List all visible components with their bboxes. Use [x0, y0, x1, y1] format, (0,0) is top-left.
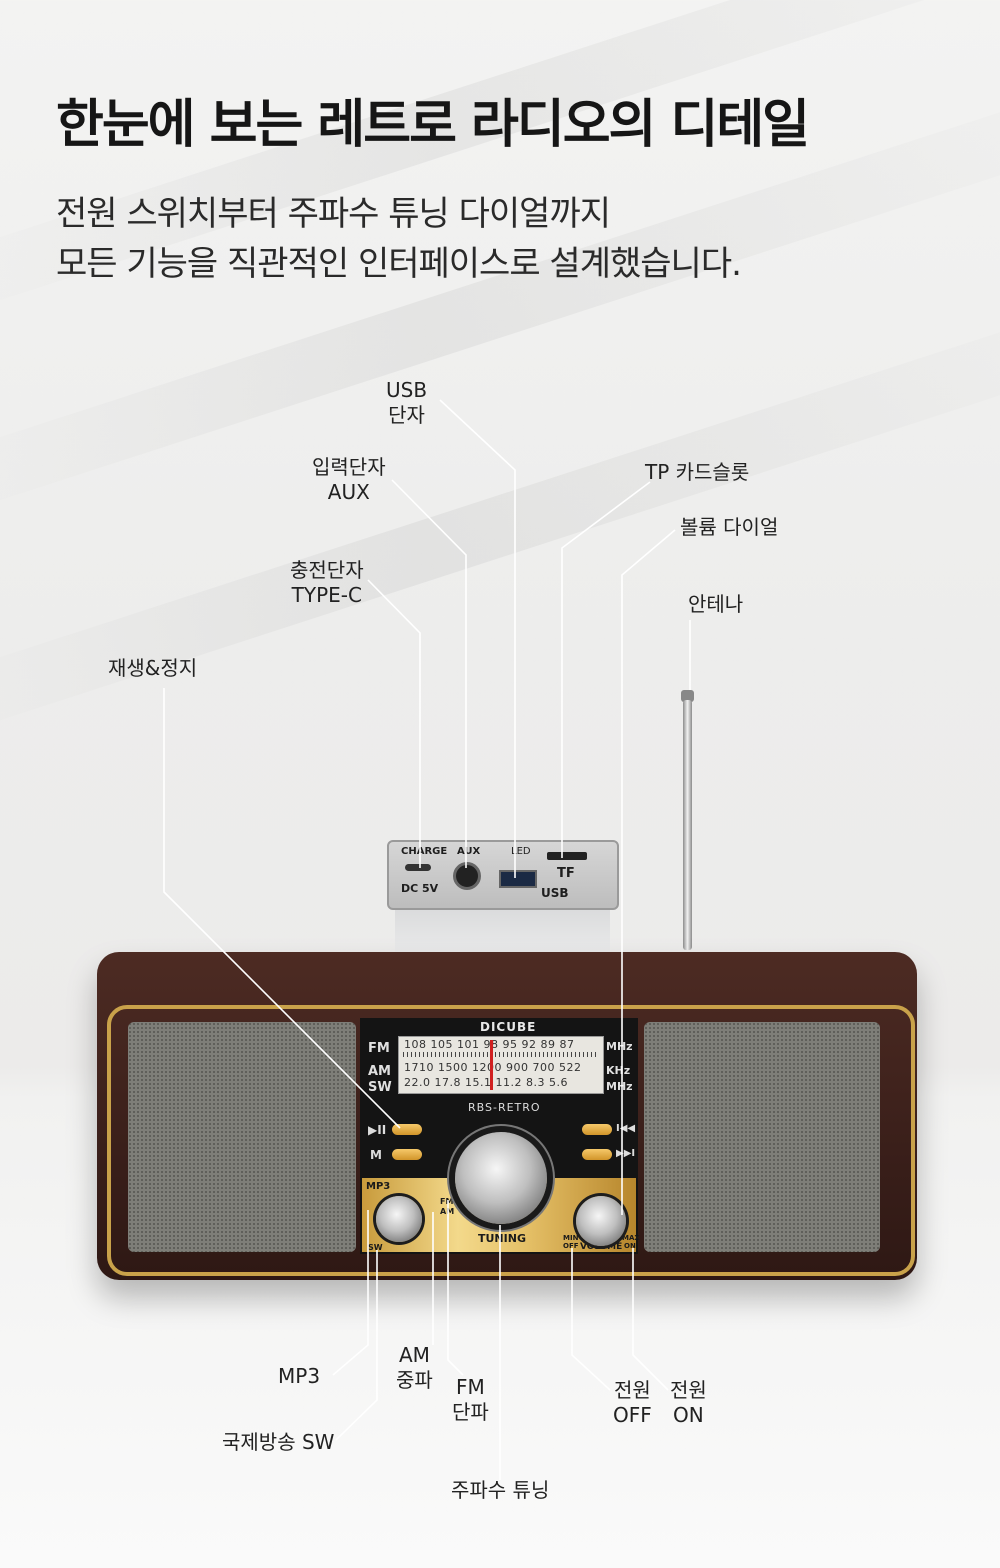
play-pause-icon: ▶II — [368, 1123, 387, 1137]
line-on — [632, 1248, 669, 1391]
tf-label: TF — [557, 866, 575, 881]
aux-jack[interactable] — [453, 862, 481, 890]
plate-am: AM — [440, 1207, 455, 1216]
plate-fm: FM — [440, 1197, 454, 1206]
callout-am-text: AM 중파 — [396, 1343, 433, 1392]
line-mp3 — [332, 1210, 369, 1376]
callout-aux-text: 입력단자 AUX — [312, 455, 386, 504]
callout-power-off: 전원 OFF — [613, 1378, 652, 1428]
mode-icon: M — [370, 1148, 382, 1162]
plate-off: OFF — [563, 1242, 579, 1250]
next-icon: ▶▶I — [616, 1148, 636, 1159]
aux-label: AUX — [457, 846, 481, 857]
plate-volume: VOLUME — [580, 1242, 623, 1252]
line-off — [571, 1248, 611, 1391]
scale-ticks — [403, 1052, 599, 1057]
line-tf — [561, 481, 651, 858]
line-sw — [335, 1250, 378, 1441]
unit-mhz-sw: MHz — [606, 1080, 633, 1093]
callout-charge-text: 충전단자 TYPE-C — [290, 558, 364, 607]
callout-play: 재생&정지 — [108, 656, 198, 680]
band-fm: FM — [368, 1041, 390, 1056]
callout-tuning: 주파수 튜닝 — [451, 1478, 550, 1502]
unit-khz: KHz — [606, 1064, 631, 1077]
dc-label: DC 5V — [401, 882, 439, 895]
play-pause-button[interactable] — [392, 1124, 422, 1135]
callout-sw: 국제방송 SW — [222, 1430, 335, 1454]
line-play — [163, 688, 401, 1129]
band-sw: SW — [368, 1080, 392, 1095]
left-speaker-grille — [128, 1022, 356, 1252]
model-name: RBS-RETRO — [468, 1101, 541, 1114]
tuning-needle — [490, 1040, 493, 1090]
callout-aux: 입력단자 AUX — [312, 455, 386, 505]
volume-knob[interactable] — [576, 1196, 626, 1246]
type-c-port[interactable] — [405, 864, 431, 871]
callout-power-off-text: 전원 OFF — [613, 1378, 652, 1427]
plate-tuning: TUNING — [478, 1232, 526, 1245]
next-button[interactable] — [582, 1149, 612, 1160]
right-speaker-grille — [644, 1022, 880, 1252]
callout-fm-text: FM 단파 — [452, 1375, 489, 1424]
plate-on: ON — [624, 1242, 636, 1250]
port-module: CHARGE DC 5V AUX LED USB TF — [387, 840, 619, 910]
subtitle-line-1: 전원 스위치부터 주파수 튜닝 다이얼까지 — [56, 194, 611, 234]
line-usb — [439, 399, 516, 878]
plate-min: MIN — [563, 1234, 579, 1242]
brand-logo: DICUBE — [480, 1020, 537, 1034]
line-fm — [447, 1200, 464, 1376]
callout-am: AM 중파 — [396, 1343, 433, 1393]
gold-trim — [107, 1005, 915, 1276]
antenna — [683, 700, 692, 950]
usb-label: USB — [541, 886, 569, 900]
callout-tf: TP 카드슬롯 — [645, 460, 750, 484]
antenna-tip — [681, 690, 694, 702]
tf-card-slot[interactable] — [547, 852, 587, 860]
charge-label: CHARGE — [401, 846, 448, 857]
mode-button[interactable] — [392, 1149, 422, 1160]
tuning-knob[interactable] — [455, 1132, 547, 1224]
plate-sw: SW — [368, 1243, 383, 1252]
line-aux — [391, 479, 467, 868]
plate-max: MAX — [622, 1234, 640, 1242]
usb-port[interactable] — [499, 870, 537, 888]
callout-volume: 볼륨 다이얼 — [680, 515, 779, 539]
callout-charge: 충전단자 TYPE-C — [290, 558, 364, 608]
line-volume — [621, 529, 676, 1215]
callout-power-on: 전원 ON — [670, 1378, 707, 1428]
scale-fm: 108 105 101 98 95 92 89 87 — [404, 1038, 575, 1051]
prev-icon: I◀◀ — [616, 1123, 636, 1134]
callout-mp3: MP3 — [278, 1364, 321, 1388]
callout-usb-text: USB 단자 — [386, 378, 428, 427]
prev-button[interactable] — [582, 1124, 612, 1135]
band-selector-knob[interactable] — [376, 1196, 422, 1242]
unit-mhz: MHz — [606, 1040, 633, 1053]
callout-fm: FM 단파 — [452, 1375, 489, 1425]
subtitle-line-2: 모든 기능을 직관적인 인터페이스로 설계했습니다. — [56, 244, 742, 284]
plate-mp3: MP3 — [366, 1181, 391, 1192]
line-charge — [367, 579, 421, 868]
callout-power-on-text: 전원 ON — [670, 1378, 707, 1427]
band-am: AM — [368, 1064, 391, 1079]
led-label: LED — [511, 846, 531, 857]
page-title: 한눈에 보는 레트로 라디오의 디테일 — [56, 95, 810, 155]
scale-sw: 22.0 17.8 15.1 11.2 8.3 5.6 — [404, 1076, 568, 1089]
callout-usb: USB 단자 — [386, 378, 427, 428]
callout-antenna: 안테나 — [688, 592, 744, 616]
